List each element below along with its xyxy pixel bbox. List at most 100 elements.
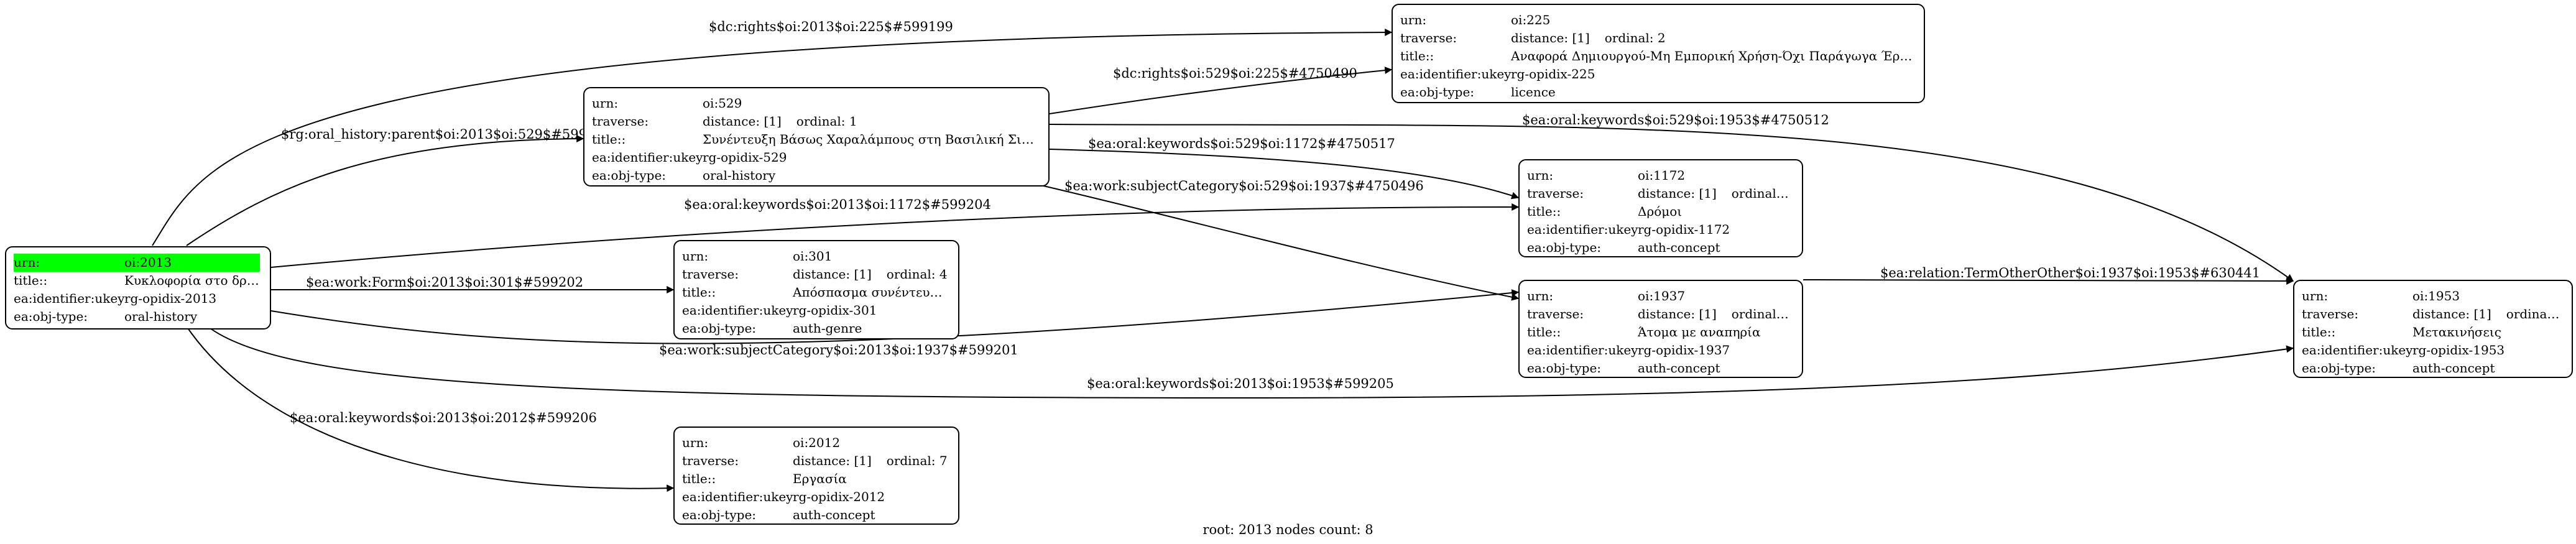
node-row: ea:obj-type: auth-concept [1527, 359, 1792, 377]
row-key: title:: [1527, 204, 1561, 219]
distance-value: distance: [1] [2412, 307, 2491, 321]
node-oi-2012[interactable]: urn: oi:2012 traverse:distance: [1]ordina… [673, 426, 959, 525]
row-key: ea:obj-type: [592, 168, 667, 183]
row-value: rg-opidix-2012 [793, 489, 885, 504]
row-value: Κυκλοφορία στο δρόμο [124, 273, 260, 288]
row-value: distance: [1]ordinal: 6 [2412, 305, 2562, 323]
edge-label: $ea:work:Form$oi:2013$oi:301$#599202 [306, 275, 583, 290]
row-value: oral-history [703, 168, 776, 183]
node-row: urn:oi:1953 [2302, 287, 2562, 305]
node-oi-225[interactable]: urn:oi:225 traverse:distance: [1]ordinal… [1392, 4, 1925, 103]
row-value: oi:2012 [793, 435, 841, 450]
row-key: ea:identifier:ukey [14, 291, 125, 306]
node-oi-1937[interactable]: urn:oi:1937 traverse:distance: [1]ordina… [1518, 280, 1803, 378]
row-value: distance: [1]ordinal: 7 [793, 452, 948, 470]
edge-529-1953 [1049, 124, 2294, 282]
row-value: Απόσπασμα συνέντευξης [793, 285, 948, 300]
row-value: oi:529 [703, 96, 742, 111]
row-key: title:: [682, 285, 716, 300]
row-key: ea:obj-type: [2302, 361, 2376, 376]
distance-value: distance: [1] [1511, 30, 1590, 45]
node-row: traverse: distance: [1]ordinal: 6 [2302, 305, 2562, 323]
edge-label: $ea:work:subjectCategory$oi:529$oi:1937$… [1064, 178, 1424, 193]
row-key: ea:obj-type: [1527, 361, 1602, 376]
edge-529-1937 [1019, 180, 1520, 301]
row-key: ea:identifier:ukey [682, 489, 793, 504]
distance-value: distance: [1] [793, 267, 872, 282]
edge-label: $rg:oral_history:parent$oi:2013$oi:529$#… [281, 127, 612, 142]
node-oi-1172[interactable]: urn: oi:1172 traverse: distance: [1] ordina… [1518, 159, 1803, 257]
row-key: urn: [1527, 168, 1554, 183]
edge-2013-225 [152, 29, 1393, 246]
row-key: title:: [592, 132, 626, 147]
node-row: traverse: distance: [1] ordinal: 5 [1527, 185, 1792, 203]
row-value: oi:1172 [1638, 168, 1686, 183]
row-value: distance: [1]ordinal: 2 [1511, 29, 1914, 47]
edge-label: $ea:oral:keywords$oi:2013$oi:2012$#59920… [290, 410, 597, 425]
ordinal-value: ordinal: 3 [1731, 307, 1792, 321]
row-key: traverse: [2302, 307, 2359, 321]
edge-529-1172 [1049, 149, 1520, 200]
row-key: ea:obj-type: [14, 309, 88, 324]
node-row: traverse: distance: [1]ordinal: 1 [592, 113, 1038, 131]
distance-value: distance: [1] [1638, 186, 1717, 201]
row-key: ea:identifier:ukey [2302, 343, 2413, 357]
node-row: urn:oi:529 [592, 95, 1038, 113]
row-value: oi:1953 [2412, 288, 2460, 303]
row-key: ea:identifier:ukey [1527, 222, 1638, 237]
row-value: auth-concept [1638, 361, 1720, 376]
edge-label: $ea:work:subjectCategory$oi:2013$oi:1937… [659, 343, 1018, 357]
node-row: ea:obj-type:auth-genre [682, 320, 948, 338]
row-value: Εργασία [793, 471, 847, 486]
row-key: ea:obj-type: [1400, 85, 1475, 99]
row-value: distance: [1]ordinal: 3 [1638, 305, 1792, 323]
row-key: title:: [1400, 48, 1434, 63]
edge-label: $ea:oral:keywords$oi:2013$oi:1172$#59920… [684, 197, 991, 212]
node-row: urn: oi:2012 [682, 434, 948, 452]
node-oi-1953[interactable]: urn:oi:1953 traverse: distance: [1]ordina… [2293, 280, 2573, 378]
row-value: Αναφορά Δημιουργού-Μη Εμπορική Χρήση-Όχι… [1511, 48, 1914, 63]
node-row: title::Εργασία [682, 470, 948, 488]
row-value: Δρόμοι [1638, 204, 1683, 219]
node-row: title::Άτομα με αναπηρία [1527, 323, 1792, 341]
node-row: traverse:distance: [1]ordinal: 7 [682, 452, 948, 470]
edge-label: $ea:oral:keywords$oi:529$oi:1172$#475051… [1088, 136, 1395, 151]
node-oi-2013[interactable]: urn:oi:2013 title::Κυκλοφορία στο δρόμο … [5, 246, 271, 330]
node-row: ea:obj-type:auth-concept [682, 506, 948, 524]
row-key: traverse: [1527, 186, 1584, 201]
row-value: rg-opidix-301 [793, 303, 877, 318]
node-row: urn:oi:225 [1400, 11, 1914, 29]
ordinal-value: ordinal: 5 [1731, 186, 1792, 201]
row-value: rg-opidix-1937 [1638, 343, 1730, 357]
edge-label: $dc:rights$oi:2013$oi:225$#599199 [709, 19, 953, 34]
row-key: urn: [1527, 288, 1554, 303]
row-value: rg-opidix-2013 [124, 291, 217, 306]
ordinal-value: ordinal: 4 [886, 267, 948, 282]
node-row: title::Συνέντευξη Βάσως Χαραλάμπους στη … [592, 131, 1038, 149]
node-row: traverse:distance: [1]ordinal: 2 [1400, 29, 1914, 47]
node-row: urn:oi:2013 [14, 254, 260, 272]
row-value: Άτομα με αναπηρία [1638, 325, 1761, 339]
row-value: Μετακινήσεις [2412, 325, 2501, 339]
node-row: urn:oi:301 [682, 247, 948, 265]
row-value: Συνέντευξη Βάσως Χαραλάμπους στη Βασιλικ… [703, 132, 1038, 147]
node-row: title::Απόσπασμα συνέντευξης [682, 284, 948, 302]
row-value: oral-history [124, 309, 198, 324]
node-oi-529[interactable]: urn:oi:529 traverse: distance: [1]ordinal… [583, 87, 1050, 187]
node-oi-301[interactable]: urn:oi:301 traverse:distance: [1]ordinal… [673, 240, 959, 339]
node-row: ea:obj-type:auth-concept [1527, 239, 1792, 257]
row-key: traverse: [592, 114, 649, 129]
row-key: ea:identifier:ukey [682, 303, 793, 318]
row-key: urn: [682, 435, 709, 450]
row-value: oi:2013 [124, 254, 260, 272]
node-row: traverse:distance: [1]ordinal: 4 [682, 265, 948, 284]
row-value: distance: [1]ordinal: 1 [703, 113, 1038, 131]
row-key: title:: [1527, 325, 1561, 339]
row-key: urn: [682, 249, 709, 264]
row-value: rg-opidix-225 [1511, 67, 1595, 81]
